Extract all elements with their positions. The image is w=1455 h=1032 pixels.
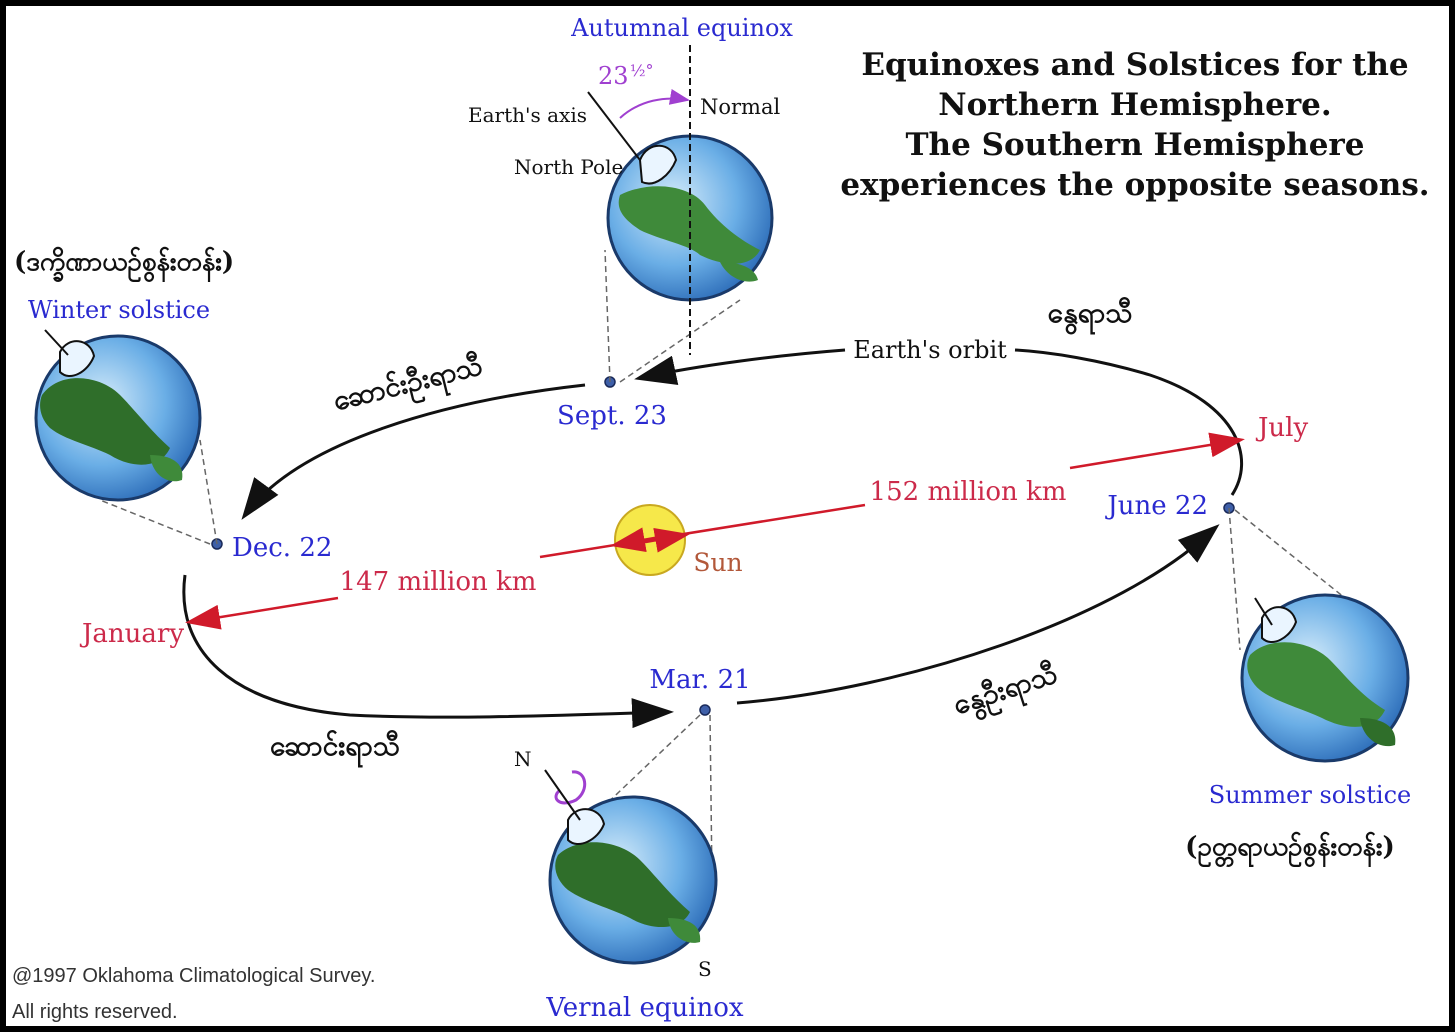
- earth-axis-line: [587, 91, 641, 161]
- perihelion-distance-arrow: [185, 527, 690, 630]
- january-label: January: [79, 619, 184, 649]
- winter-solstice-globe: [34, 329, 218, 545]
- title-line-3: The Southern Hemisphere: [905, 127, 1364, 163]
- summer-solstice-burmese-label: (ဥတ္တရာယဉ်စွန်းတန်း): [1185, 831, 1395, 868]
- seasons-diagram: Equinoxes and Solstices for the Northern…: [12, 14, 1430, 1023]
- earth-orbit: [182, 348, 1244, 729]
- winter-solstice-label: Winter solstice: [28, 296, 210, 324]
- vernal-equinox-label: Vernal equinox: [545, 993, 744, 1023]
- sept-date-label: Sept. 23: [557, 401, 667, 431]
- sun-label: Sun: [693, 548, 742, 577]
- diagram-title: Equinoxes and Solstices for the Northern…: [840, 47, 1429, 203]
- summer-solstice-label: Summer solstice: [1209, 781, 1411, 809]
- copyright-line-2: All rights reserved.: [12, 1001, 178, 1023]
- mar-position-dot: [699, 704, 711, 716]
- copyright-line-1: @1997 Oklahoma Climatological Survey.: [12, 965, 375, 987]
- orbit-label: Earth's orbit: [853, 336, 1007, 364]
- earths-axis-label: Earth's axis: [468, 103, 587, 127]
- aphelion-distance-label: 152 million km: [870, 477, 1067, 507]
- autumnal-equinox-label: Autumnal equinox: [570, 14, 793, 42]
- title-line-4: experiences the opposite seasons.: [840, 167, 1429, 203]
- tilt-fraction-label: ½°: [630, 61, 654, 80]
- spring-season-burmese-label: နွေဦးရာသီ: [949, 656, 1064, 728]
- title-line-1: Equinoxes and Solstices for the: [861, 47, 1408, 83]
- june-date-label: June 22: [1104, 491, 1208, 521]
- normal-label: Normal: [700, 95, 780, 119]
- july-label: July: [1255, 413, 1308, 443]
- north-label: N: [514, 747, 532, 771]
- title-line-2: Northern Hemisphere.: [938, 87, 1331, 123]
- summer-season-burmese-label: နွေရာသီ: [1048, 295, 1133, 336]
- vernal-equinox-globe: [544, 714, 718, 965]
- mar-date-label: Mar. 21: [649, 665, 750, 695]
- autumn-season-burmese-label: ဆောင်းဦးရာသီ: [329, 347, 487, 424]
- autumnal-equinox-globe: [587, 45, 774, 383]
- north-pole-label: North Pole: [514, 155, 623, 179]
- dec-date-label: Dec. 22: [232, 533, 332, 563]
- aphelion-distance-arrow: [539, 432, 1245, 559]
- perihelion-distance-label: 147 million km: [340, 567, 537, 597]
- summer-solstice-globe: [1228, 507, 1410, 763]
- diagram-panel: Equinoxes and Solstices for the Northern…: [6, 6, 1449, 1026]
- winter-solstice-burmese-label: (ဒက္ခိဏာယဉ်စွန်းတန်း): [14, 246, 234, 283]
- winter-season-burmese-label: ဆောင်းရာသီ: [270, 728, 400, 769]
- south-label: S: [698, 957, 712, 981]
- tilt-angle-label: 23: [598, 62, 629, 90]
